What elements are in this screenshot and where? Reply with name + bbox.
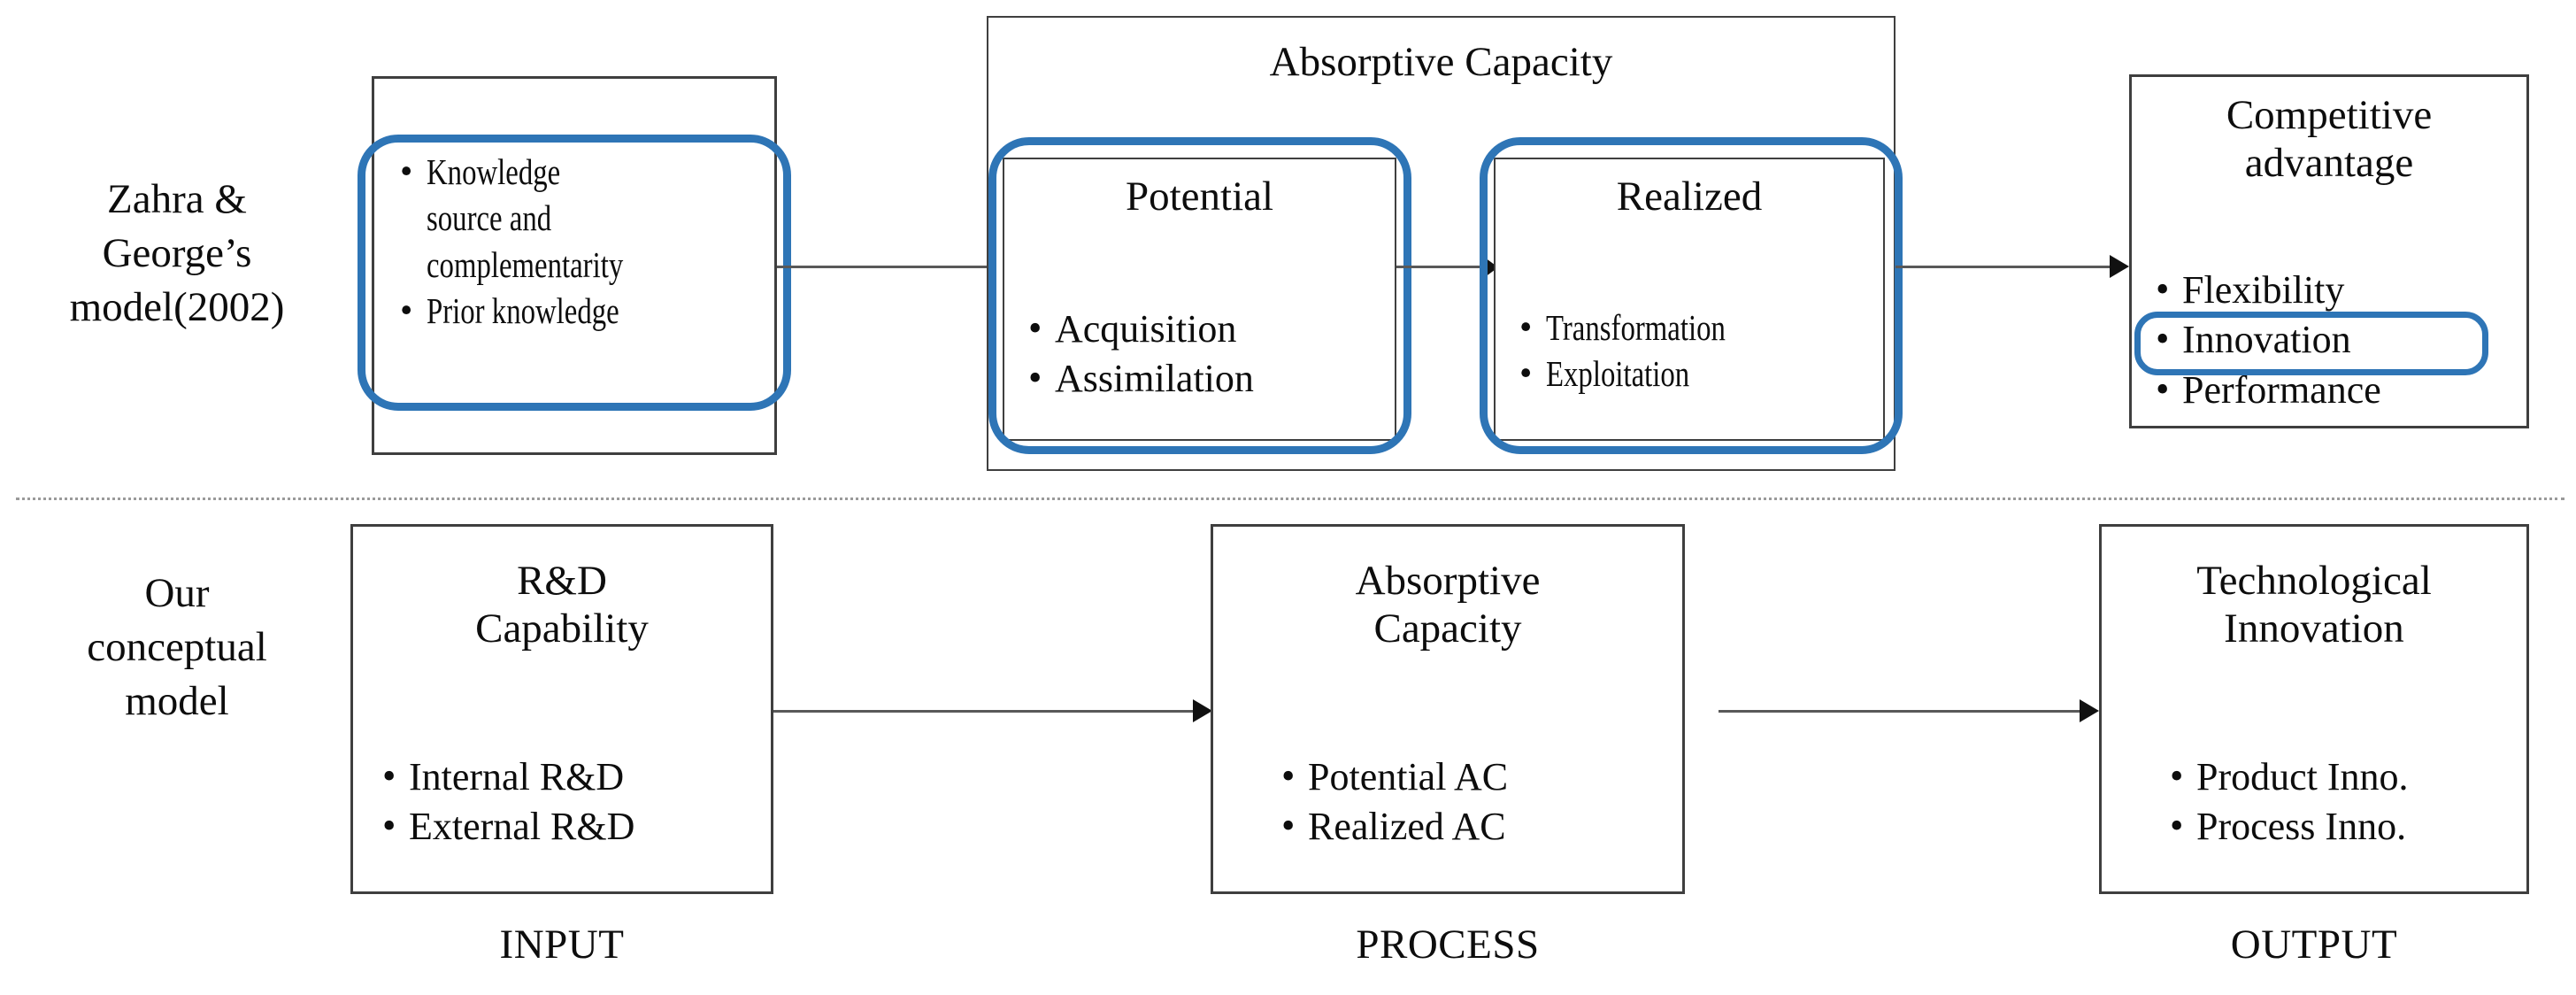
bottom-row-side-label: Our conceptual model xyxy=(0,567,354,729)
list-item: Potential AC xyxy=(1278,752,1685,802)
absorptive-capacity-title: Absorptive Capacity xyxy=(1269,39,1613,85)
potential-bullet-0: Acquisition xyxy=(1055,307,1237,351)
potential-bullets: Acquisition Assimilation xyxy=(1025,304,1396,405)
ti-bullet-0: Product Inno. xyxy=(2196,755,2409,798)
stage-label-output: OUTPUT xyxy=(2230,922,2398,968)
top-row-side-label-line3: model(2002) xyxy=(69,284,285,331)
ac-bottom-bullet-1: Realized AC xyxy=(1308,805,1506,849)
absorptive-capacity-bottom-title-line2: Capacity xyxy=(1373,605,1522,652)
ac-bottom-bullet-0: Potential AC xyxy=(1308,755,1509,798)
list-item: Process Inno. xyxy=(2166,801,2556,852)
realized-bullet-0: Transformation xyxy=(1546,307,1726,348)
row-divider xyxy=(16,498,2564,500)
list-item: Assimilation xyxy=(1025,353,1396,404)
list-item: Product Inno. xyxy=(2166,752,2556,802)
ti-bullet-1: Process Inno. xyxy=(2196,805,2407,849)
stage-label-input: INPUT xyxy=(499,922,625,968)
potential-title: Potential xyxy=(1125,174,1274,220)
list-item: Realized AC xyxy=(1278,801,1685,852)
competitive-advantage-title-line2: advantage xyxy=(2244,139,2414,186)
connector-realized-to-advantage-arrow xyxy=(2110,255,2129,278)
absorptive-capacity-bottom-title-line1: Absorptive xyxy=(1355,558,1541,604)
technological-innovation-title-line2: Innovation xyxy=(2224,605,2404,652)
bottom-row-side-label-line2: conceptual xyxy=(87,624,267,671)
top-row-side-label: Zahra & George’s model(2002) xyxy=(0,173,354,335)
rd-capability-bullet-0: Internal R&D xyxy=(409,755,625,798)
rd-capability-bullets: Internal R&D External R&D xyxy=(379,752,768,852)
realized-bullet-1: Exploitation xyxy=(1546,353,1690,395)
list-item: Acquisition xyxy=(1025,304,1396,354)
list-item: Internal R&D xyxy=(379,752,768,802)
technological-innovation-bullets: Product Inno. Process Inno. xyxy=(2166,752,2556,852)
list-item-cont: complementarity xyxy=(396,242,777,288)
bottom-row-side-label-line3: model xyxy=(125,678,229,725)
zg-input-bullet-0-line-0: Knowledge xyxy=(427,151,561,192)
list-item: External R&D xyxy=(379,801,768,852)
realized-bullets: Transformation Exploitation xyxy=(1516,304,1888,397)
list-item: Prior knowledge xyxy=(396,287,777,334)
technological-innovation-title-line1: Technological xyxy=(2196,558,2432,604)
rd-capability-title-line1: R&D xyxy=(517,558,607,604)
list-item: Transformation xyxy=(1516,304,1888,351)
absorptive-capacity-bottom-title: Absorptive Capacity xyxy=(1211,558,1685,652)
zg-input-bullet-0-line-2: complementarity xyxy=(427,243,624,285)
list-item-cont: source and xyxy=(396,195,777,241)
competitive-advantage-bullets: Flexibility Innovation Performance xyxy=(2152,265,2533,415)
connector-ac-to-ti xyxy=(1719,710,2090,713)
list-item: Knowledge xyxy=(396,148,777,195)
stage-label-process: PROCESS xyxy=(1356,922,1540,968)
list-item: Innovation xyxy=(2152,314,2533,365)
top-row-side-label-line2: George’s xyxy=(102,230,252,277)
zg-input-bullets: Knowledge source and complementarity Pri… xyxy=(396,148,777,335)
connector-rd-to-ac-arrow xyxy=(1193,699,1212,722)
bottom-row-side-label-line1: Our xyxy=(144,570,210,616)
top-row-side-label-line1: Zahra & xyxy=(107,176,247,222)
potential-bullet-1: Assimilation xyxy=(1055,357,1254,401)
list-item: Performance xyxy=(2152,365,2533,415)
connector-input-to-potential xyxy=(777,266,1003,268)
connector-realized-to-advantage xyxy=(1895,266,2117,268)
rd-capability-title-line2: Capability xyxy=(475,605,649,652)
zg-input-bullet-0-line-1: source and xyxy=(427,197,552,239)
competitive-advantage-bullet-1: Innovation xyxy=(2182,318,2351,362)
competitive-advantage-title: Competitive advantage xyxy=(2129,92,2529,187)
absorptive-capacity-bottom-bullets: Potential AC Realized AC xyxy=(1278,752,1685,852)
rd-capability-bullet-1: External R&D xyxy=(409,805,635,849)
competitive-advantage-bullet-2: Performance xyxy=(2182,367,2381,412)
rd-capability-title: R&D Capability xyxy=(350,558,773,652)
list-item: Exploitation xyxy=(1516,350,1888,397)
connector-rd-to-ac xyxy=(773,710,1205,713)
competitive-advantage-bullet-0: Flexibility xyxy=(2182,268,2345,312)
technological-innovation-title: Technological Innovation xyxy=(2099,558,2529,652)
zg-input-bullet-1-line-0: Prior knowledge xyxy=(427,290,619,332)
competitive-advantage-title-line1: Competitive xyxy=(2226,92,2433,138)
connector-potential-to-realized xyxy=(1396,266,1494,268)
connector-ac-to-ti-arrow xyxy=(2080,699,2099,722)
realized-title: Realized xyxy=(1616,174,1763,220)
list-item: Flexibility xyxy=(2152,265,2533,315)
